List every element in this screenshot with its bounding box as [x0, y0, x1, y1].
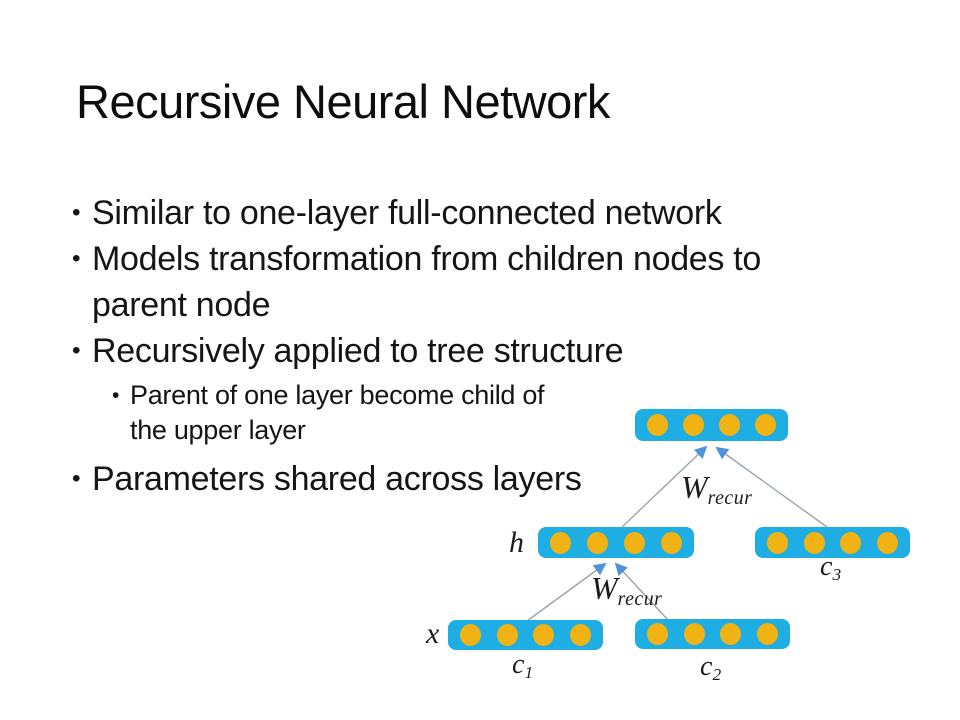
label-c2: c2: [700, 651, 722, 685]
bullet-text: Recursively applied to tree structure: [92, 332, 624, 370]
neuron-unit: [496, 624, 518, 646]
label-c1: c1: [512, 649, 534, 683]
neuron-unit: [587, 531, 608, 554]
node-input-c1: [448, 620, 603, 650]
arrow-c2-to-h: [614, 562, 669, 621]
neuron-unit: [661, 531, 682, 554]
bullet-marker: •: [72, 199, 81, 226]
label-c3: c3: [820, 551, 842, 585]
neuron-unit: [550, 531, 571, 554]
bullet-marker: •: [112, 384, 120, 407]
neuron-unit: [647, 623, 668, 645]
bullet-marker: •: [72, 337, 81, 364]
neuron-unit: [803, 531, 825, 554]
label-x: x: [426, 617, 440, 650]
neuron-unit: [569, 624, 591, 646]
label-h: h: [509, 526, 524, 559]
neuron-unit: [840, 531, 862, 554]
slide-title: Recursive Neural Network: [76, 75, 610, 128]
bullet-text: Parameters shared across layers: [92, 460, 582, 498]
node-child-c3: [755, 527, 910, 558]
bullet-item: • Recursively applied to tree structure: [72, 328, 834, 374]
arrow-c1-to-h: [526, 562, 607, 622]
bullet-text: Similar to one-layer full-connected netw…: [92, 194, 722, 232]
bullet-item: • Models transformation from children no…: [72, 236, 834, 328]
neuron-unit: [876, 531, 898, 554]
neuron-unit: [720, 623, 742, 645]
neuron-unit: [624, 531, 645, 554]
neuron-unit: [756, 623, 778, 645]
sub-bullet-item: • Parent of one layer become child of th…: [112, 378, 592, 448]
node-child-c2: [635, 619, 790, 649]
label-w-recur-lower: Wrecur: [591, 570, 663, 610]
bullet-marker: •: [72, 465, 81, 492]
bullet-item: • Similar to one-layer full-connected ne…: [72, 190, 834, 236]
neuron-unit: [533, 624, 555, 646]
bullet-item: • Parameters shared across layers: [72, 456, 834, 502]
neuron-unit: [460, 624, 481, 646]
bullet-marker: •: [72, 245, 81, 272]
node-hidden-h: [538, 527, 694, 558]
neuron-unit: [767, 531, 788, 554]
neuron-unit: [683, 623, 705, 645]
bullet-text: Parent of one layer become child of the …: [130, 380, 545, 445]
bullet-text: Models transformation from children node…: [92, 240, 762, 324]
bullet-list: • Similar to one-layer full-connected ne…: [72, 190, 834, 502]
